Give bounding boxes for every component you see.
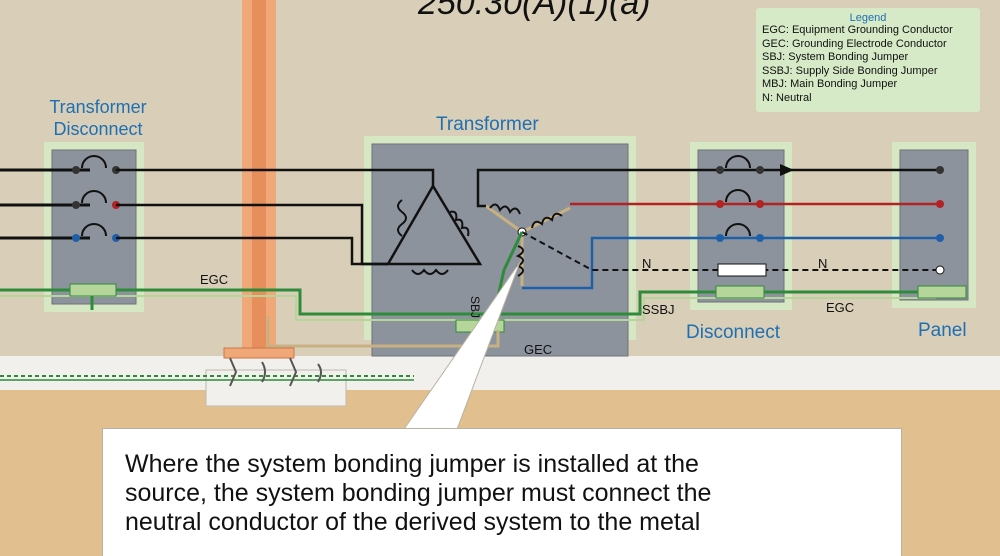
egc-run — [0, 288, 936, 316]
code-section-heading: 250.30(A)(1)(a) — [418, 0, 651, 22]
ssbj-label: SSBJ — [642, 302, 675, 317]
delta-coil-bottom — [411, 268, 449, 275]
wye-coil-b — [531, 212, 563, 229]
panel-label: Panel — [918, 320, 967, 341]
slab-footing — [205, 369, 347, 407]
legend-item: GEC: Grounding Electrode Conductor — [762, 37, 947, 50]
gec-conductor — [266, 316, 500, 348]
td-terminals — [72, 166, 120, 242]
td-ground-bar — [69, 283, 117, 297]
neutral-bar-disconnect — [717, 263, 767, 277]
callout-text: Where the system bonding jumper is insta… — [125, 450, 712, 536]
panel-ground-bar — [917, 285, 967, 299]
legend-title: Legend — [849, 12, 887, 24]
column-web — [252, 0, 266, 358]
neutral-conductor — [521, 231, 940, 271]
delta-coil-left — [397, 199, 407, 237]
legend-item: EGC: Equipment Grounding Conductor — [762, 24, 953, 36]
wye-coil-c — [515, 245, 524, 277]
primary-conductor-c — [116, 236, 388, 266]
transformer-disconnect-label: Transformer Disconnect — [49, 97, 147, 139]
legend-box: Legend EGC: Equipment Grounding Conducto… — [756, 8, 980, 112]
egc-label-left: EGC — [200, 272, 229, 287]
disconnect-terminals — [716, 166, 764, 242]
secondary-conductor-a — [476, 168, 940, 208]
delta-coil-right — [449, 210, 470, 237]
wye-coil-a — [489, 203, 521, 215]
disconnect-ground-bar — [715, 285, 765, 299]
neutral-label-left: N — [642, 256, 652, 271]
disconnect-switch-blades — [725, 155, 751, 237]
secondary-conductor-c — [522, 236, 940, 290]
panel-enclosure — [899, 149, 969, 301]
egc-label-right: EGC — [826, 300, 855, 315]
primary-conductor-a — [116, 168, 435, 186]
disconnect-label: Disconnect — [686, 322, 780, 343]
arrow-head — [780, 164, 794, 176]
transformer-disconnect-enclosure — [51, 149, 137, 305]
panel-terminals — [935, 166, 945, 275]
wye-arm-b — [521, 206, 571, 234]
neutral-label-right: N — [818, 256, 828, 271]
delta-primary-winding — [385, 183, 483, 266]
transformer-label: Transformer — [436, 114, 539, 135]
legend-item: SBJ: System Bonding Jumper — [762, 51, 909, 63]
legend-item: SSBJ: Supply Side Bonding Jumper — [762, 64, 938, 77]
callout-box: Where the system bonding jumper is insta… — [102, 428, 902, 556]
anchor-bolts — [229, 357, 322, 387]
td-switch-blades — [81, 155, 107, 237]
concrete-slab — [0, 356, 1000, 390]
legend-item: MBJ: Main Bonding Jumper — [762, 78, 898, 90]
disconnect-enclosure — [697, 149, 785, 303]
gec-label: GEC — [524, 342, 553, 357]
legend-item: N: Neutral — [762, 91, 812, 104]
column-base-plate — [223, 347, 295, 359]
legend-list: EGC: Equipment Grounding Conductor GEC: … — [756, 24, 980, 105]
wye-arm-a — [485, 204, 523, 234]
sbj-label: SBJ — [468, 296, 482, 319]
